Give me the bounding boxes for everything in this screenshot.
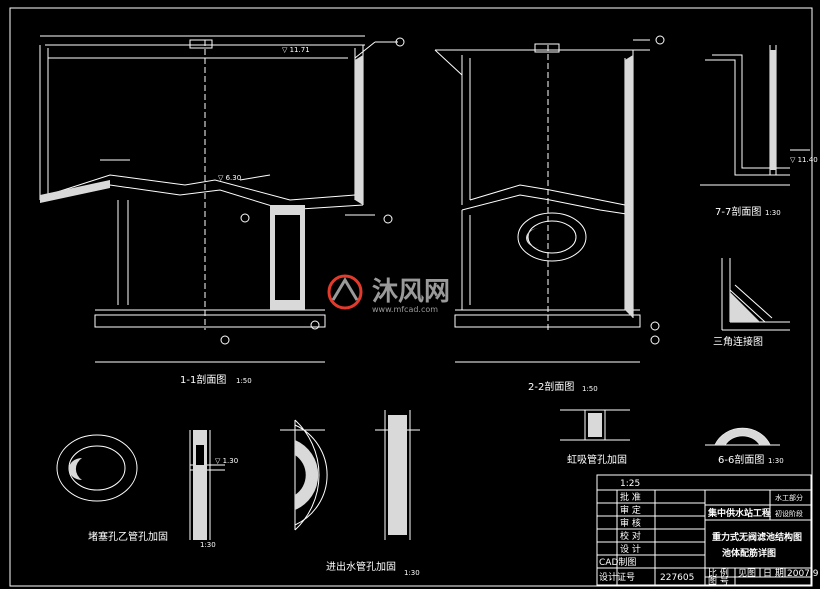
- tb-date-label: 日 期: [763, 568, 784, 579]
- section-1-1-fill: [40, 55, 363, 310]
- pipe-c-fill: [295, 440, 319, 510]
- caption-section-7-7-scale: 1:30: [765, 209, 781, 217]
- tb-drawing-no-label: 图 号: [708, 576, 729, 587]
- tb-scale-value: 见图: [738, 568, 756, 579]
- caption-section-2-2-scale: 1:50: [582, 385, 598, 393]
- tb-phase-2: 初设阶段: [775, 509, 803, 518]
- tb-scale-label: 比 例: [708, 567, 729, 579]
- title-block-frame: [596, 474, 812, 586]
- pipe-c-wall: [388, 415, 407, 535]
- watermark-url: www.mfcad.com: [372, 305, 438, 314]
- tb-scale-note: 1:25: [620, 479, 640, 489]
- pipe-a-drawing: [560, 409, 630, 441]
- section-6-6-fill: [715, 428, 770, 445]
- pipe-c-plan: [280, 419, 328, 531]
- caption-pipe-c-scale: 1:30: [404, 569, 420, 577]
- tb-row-examine: 审 定: [620, 504, 641, 516]
- section-2-2-fill: [526, 55, 633, 318]
- tb-row-check: 校 对: [620, 530, 641, 542]
- triangle-detail-fill: [730, 292, 760, 322]
- watermark-brand: 沐风网: [372, 277, 450, 307]
- section-7-7-fill: [770, 50, 776, 170]
- pipe-b-fill: [68, 458, 82, 480]
- caption-pipe-b: 堵塞孔乙管孔加固: [88, 530, 168, 543]
- tb-drawing-title-1: 重力式无阀滤池结构图: [712, 531, 802, 543]
- tb-row-design: 设 计: [620, 543, 641, 555]
- tb-row-review: 审 核: [620, 517, 641, 529]
- tb-cert-no: 227605: [660, 573, 694, 583]
- sheet-border: [9, 7, 813, 587]
- caption-pipe-c: 进出水管孔加固: [326, 560, 396, 573]
- caption-section-2-2: 2-2剖面图: [528, 380, 574, 393]
- tb-date-value: 2007.9: [787, 569, 819, 579]
- tb-row-cad: CAD制图: [599, 556, 636, 568]
- caption-section-1-1: 1-1剖面图: [180, 373, 226, 386]
- pipe-b-section: [189, 430, 225, 540]
- tb-phase-1: 水工部分: [775, 493, 803, 502]
- tb-drawing-title-2: 池体配筋详图: [722, 547, 776, 559]
- caption-pipe-a: 虹吸管孔加固: [567, 453, 627, 466]
- caption-pipe-b-scale: 1:30: [200, 541, 216, 549]
- pipe-a-fill: [588, 413, 602, 437]
- level-top-left: ▽ 11.71: [282, 46, 310, 54]
- tb-project: 集中供水站工程: [707, 507, 771, 519]
- level-pipe-b: ▽ 1.30: [215, 457, 238, 465]
- watermark-logo-icon: [327, 274, 363, 310]
- caption-triangle-detail: 三角连接图: [713, 335, 763, 348]
- tb-row-approve: 批 准: [620, 491, 641, 503]
- caption-section-6-6: 6-6剖面图: [718, 453, 764, 466]
- tb-row-cert: 设计证号: [599, 571, 635, 583]
- level-7-7: ▽ 11.40: [790, 156, 818, 164]
- caption-section-7-7: 7-7剖面图: [715, 205, 761, 218]
- caption-section-1-1-scale: 1:50: [236, 377, 252, 385]
- level-mid-left: ▽ 6.30: [218, 174, 241, 182]
- caption-section-6-6-scale: 1:30: [768, 457, 784, 465]
